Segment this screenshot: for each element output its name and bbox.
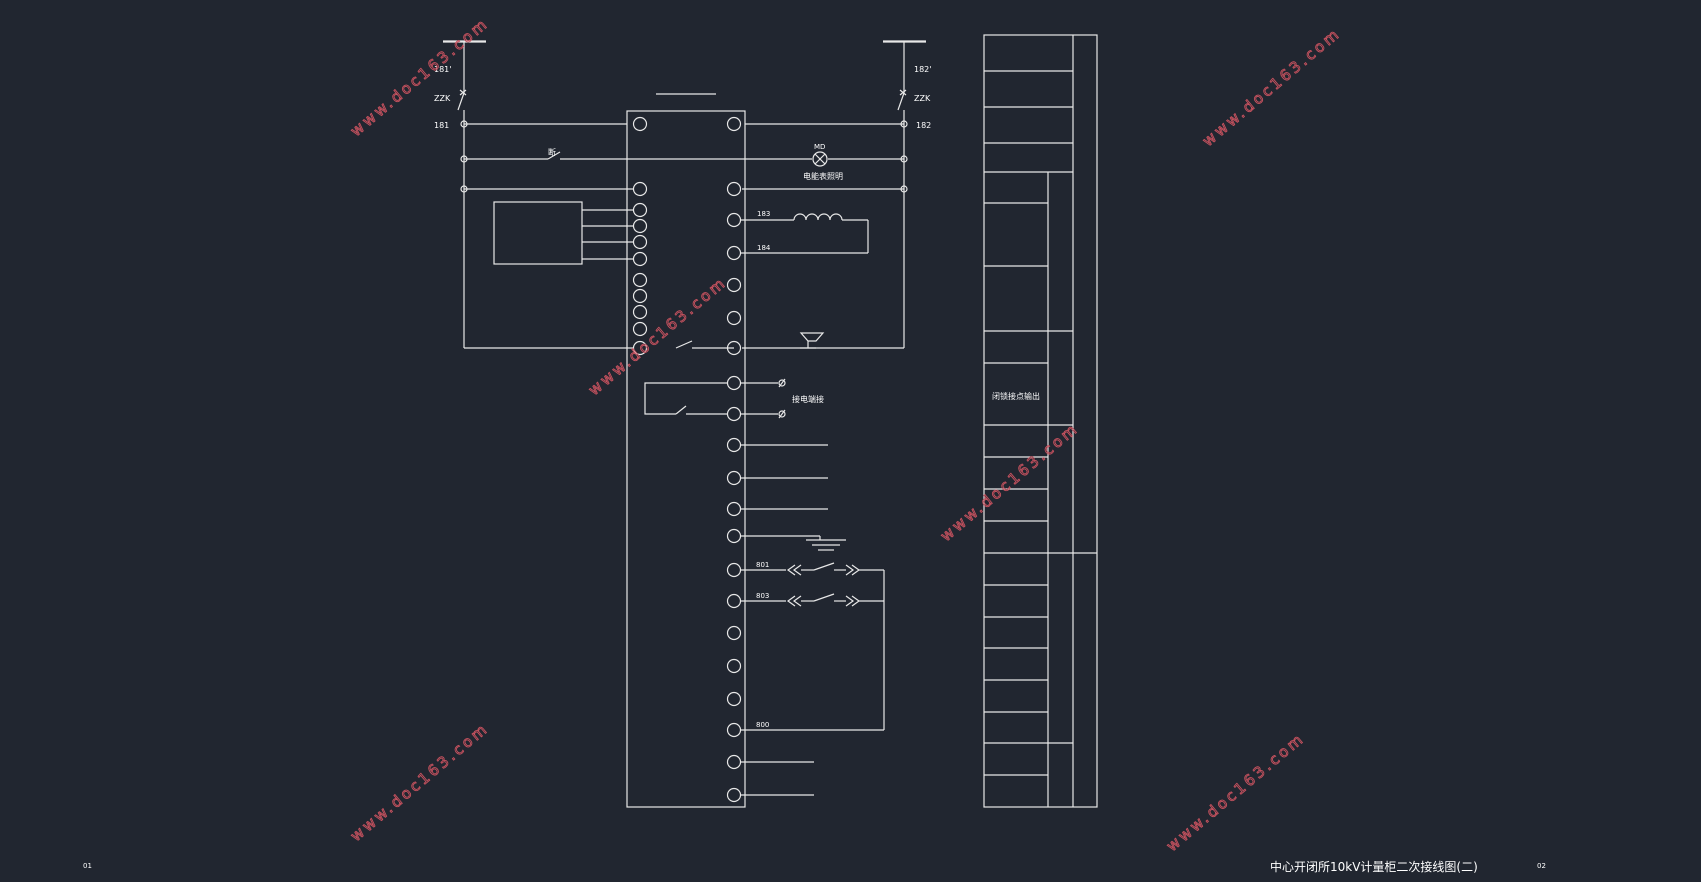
left-supply-branch: 181' ZZK 181 [434,40,486,348]
label-door: 接电端接 [792,394,824,404]
label-switch-small: 断 [548,147,556,157]
sheet-number-right: 02 [1537,862,1546,870]
watermark-5: www.doc163.com [347,719,492,845]
drawing-title: 中心开闭所10kV计量柜二次接线图(二) [1270,859,1478,874]
label-zzk-left: ZZK [434,94,451,103]
alarm-loop [675,332,825,349]
watermark-4: www.doc163.com [937,419,1082,545]
ground-icon [806,536,846,551]
watermark-2: www.doc163.com [1199,24,1344,150]
right-terminal-table: 闭锁接点输出 [983,34,1098,808]
spare-outputs [740,444,828,796]
supply-buses: 断 [464,123,904,349]
door-contact: 接电端接 [644,378,824,419]
label-184: 184 [757,244,771,252]
watermark-3: www.doc163.com [585,273,730,399]
label-md: MD [814,143,825,151]
circuit-801-803-800: 801 803 800 [740,561,885,731]
label-800: 800 [756,721,769,729]
watermark-6: www.doc163.com [1163,729,1308,855]
label-181-prime: 181' [434,65,451,74]
label-182: 182 [916,121,931,130]
label-zzk-right: ZZK [914,94,931,103]
meter-box [493,201,634,265]
label-183: 183 [757,210,770,218]
watermarks: www.doc163.com www.doc163.com www.doc163… [347,14,1345,856]
right-panel-caption: 闭锁接点输出 [992,391,1040,401]
label-182-prime: 182' [914,65,931,74]
terminal-block [626,93,746,808]
label-lamp: 电能表照明 [803,171,843,181]
coil-183-184: 183 184 [740,210,869,254]
label-801: 801 [756,561,769,569]
lamp-md-icon: MD 电能表照明 [803,143,843,181]
watermark-1: www.doc163.com [347,14,492,140]
title-block: 01 中心开闭所10kV计量柜二次接线图(二) 02 [83,859,1546,874]
label-803: 803 [756,592,769,600]
label-181: 181 [434,121,449,130]
sheet-number-left: 01 [83,862,92,870]
buzzer-icon [799,332,825,349]
right-supply-branch: 182' ZZK 182 [883,40,931,348]
